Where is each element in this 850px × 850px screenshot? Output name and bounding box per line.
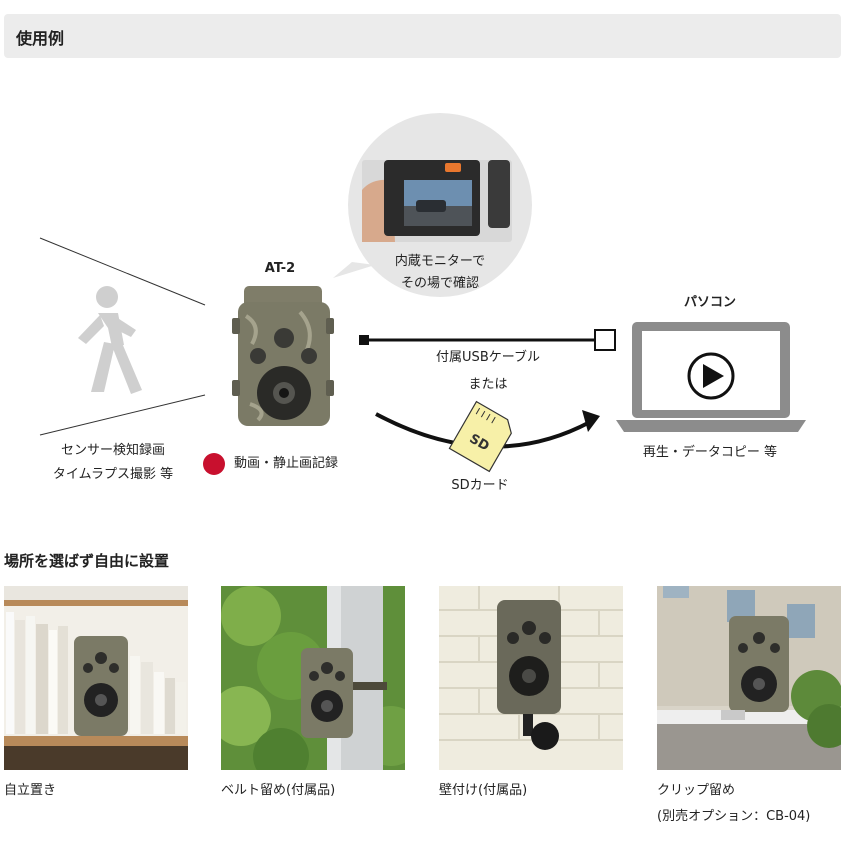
caption-wall: 壁付け(付属品) bbox=[439, 783, 528, 798]
sd-card-label: SDカード bbox=[451, 478, 509, 493]
detect-label-line1: センサー検知録画 bbox=[60, 443, 165, 458]
sensor-range-line-top bbox=[39, 237, 206, 306]
detect-label-line2: タイムラプス撮影 等 bbox=[52, 467, 174, 482]
photo-belt bbox=[221, 586, 405, 770]
photo-standalone bbox=[4, 586, 188, 770]
record-label: 動画・静止画記録 bbox=[234, 456, 339, 471]
caption-standalone: 自立置き bbox=[4, 783, 57, 798]
camera-model-label: AT-2 bbox=[264, 261, 296, 276]
caption-clip-sub: (別売オプション：CB-04) bbox=[657, 809, 811, 824]
usb-plug-icon bbox=[594, 329, 616, 351]
monitor-bubble bbox=[333, 113, 532, 297]
usb-connector-icon bbox=[359, 335, 369, 345]
pc-action-label: 再生・データコピー 等 bbox=[642, 445, 778, 460]
monitor-label-line1: 内蔵モニターで bbox=[394, 254, 486, 269]
caption-clip: クリップ留め bbox=[657, 783, 736, 798]
trail-camera-icon bbox=[232, 286, 334, 426]
photo-clip bbox=[657, 586, 841, 770]
pc-label: パソコン bbox=[683, 295, 736, 310]
sensor-range-line-bottom bbox=[39, 394, 206, 436]
usb-cable-label: 付属USBケーブル bbox=[436, 350, 540, 365]
usage-diagram: SD bbox=[39, 113, 806, 475]
arrow-head-icon bbox=[582, 410, 600, 432]
photo-wall bbox=[439, 586, 623, 770]
monitor-photo bbox=[362, 160, 512, 242]
section-header-usage: 使用例 bbox=[4, 14, 841, 58]
walking-person-icon bbox=[78, 286, 142, 394]
monitor-label-line2: その場で確認 bbox=[400, 276, 479, 291]
caption-belt: ベルト留め(付属品) bbox=[221, 783, 336, 798]
or-label: または bbox=[468, 377, 508, 392]
record-dot-icon bbox=[203, 453, 225, 475]
section-title: 使用例 bbox=[16, 29, 65, 48]
sd-card-icon: SD bbox=[448, 400, 512, 473]
section-title-placement: 場所を選ばず自由に設置 bbox=[4, 552, 170, 570]
